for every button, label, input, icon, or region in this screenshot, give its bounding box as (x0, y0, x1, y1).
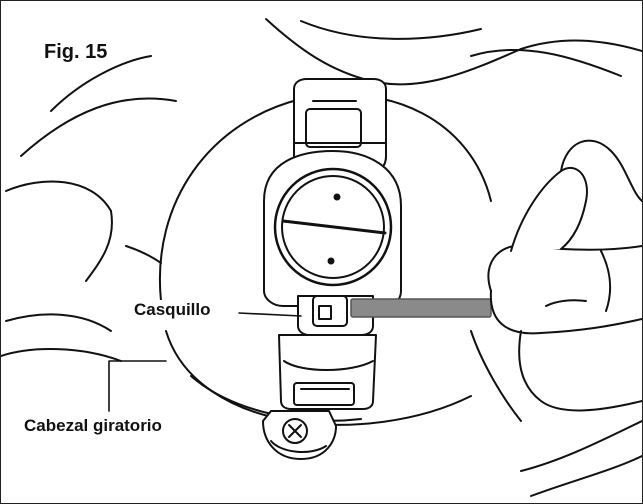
upper-latch (293, 78, 387, 172)
housing-background (1, 18, 642, 497)
bottom-bolt (262, 410, 337, 460)
rotating-head-callout-label: Cabezal giratorio (21, 416, 165, 436)
callout-leaders (108, 312, 302, 412)
sleeve-assembly (297, 295, 492, 336)
head-leader-line (108, 360, 167, 412)
hand (470, 139, 642, 422)
figure-title: Fig. 15 (44, 41, 108, 63)
sleeve-callout-label: Casquillo (131, 300, 214, 320)
spool-housing (263, 150, 402, 307)
sleeve-leader-line (238, 312, 302, 317)
lower-latch (278, 334, 377, 410)
